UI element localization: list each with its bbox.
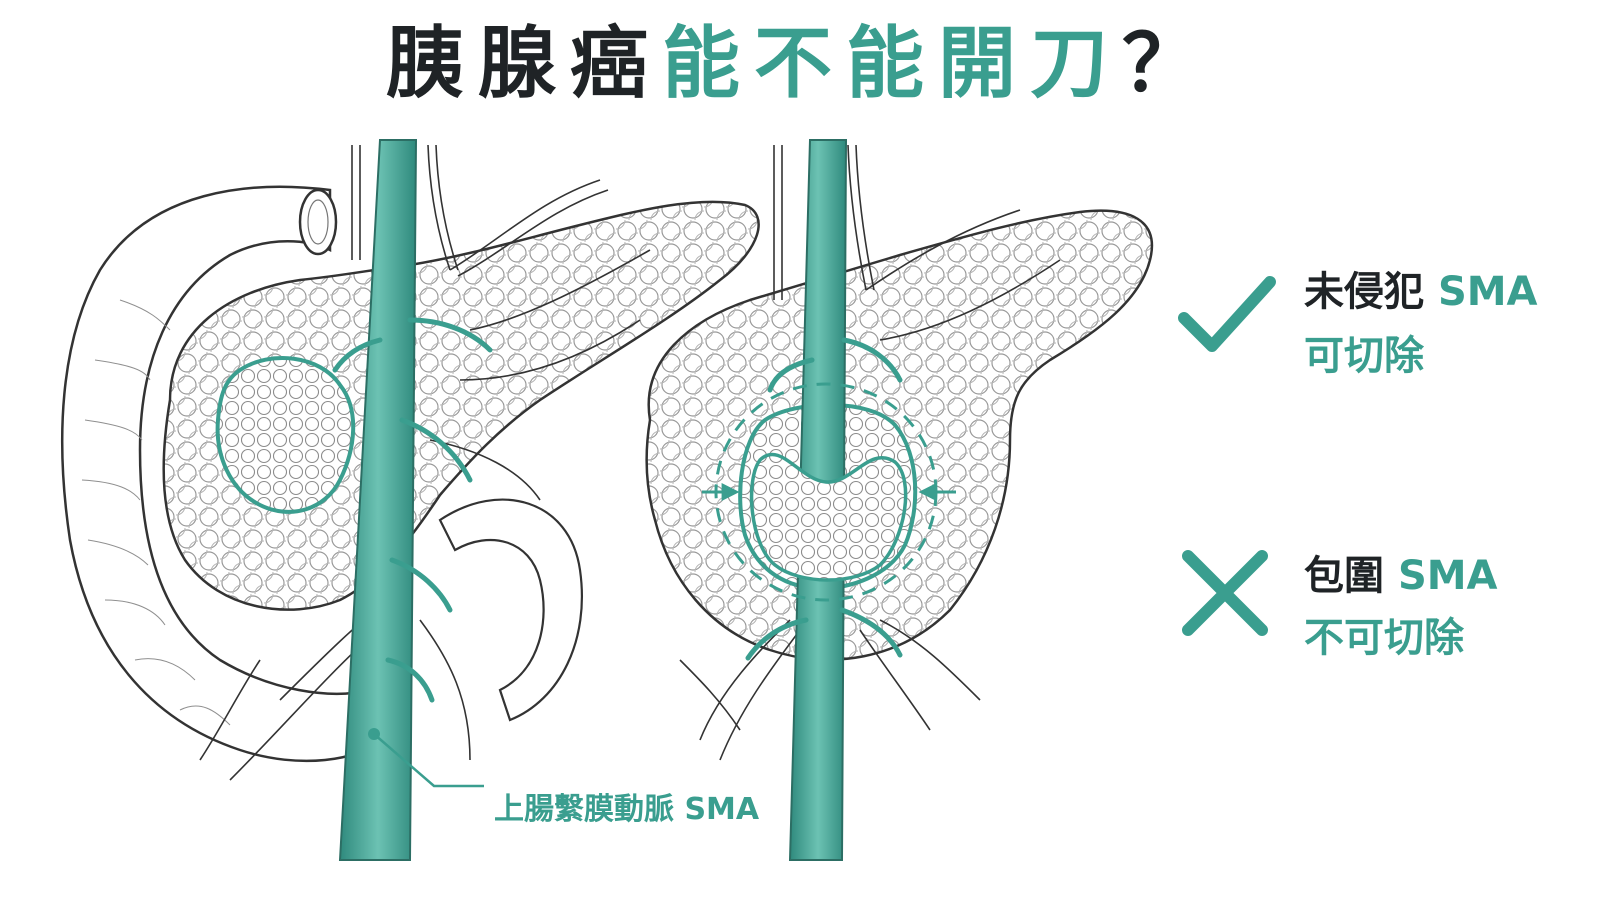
duodenum-folds — [81, 299, 231, 726]
right-sma-branches — [745, 337, 903, 661]
x-icon — [1182, 550, 1268, 636]
title-part-2: 能不能開刀 — [661, 19, 1122, 109]
sma-leader-line — [373, 733, 484, 788]
left-sma-branches — [332, 317, 493, 703]
left-pancreas-group — [61, 139, 760, 861]
legend-resectable-line2: 可切除 — [1304, 333, 1424, 379]
right-pancreas-group — [645, 139, 1154, 861]
sma-label: 上腸繫膜動脈 SMA — [494, 792, 760, 827]
duodenum-opening — [298, 188, 338, 256]
right-vessel-branches — [679, 144, 1061, 761]
legend-unresectable-line2: 不可切除 — [1304, 615, 1464, 661]
left-sma-vessel — [338, 139, 418, 861]
check-icon — [1178, 276, 1276, 352]
left-tumor — [215, 356, 356, 514]
page-title: 胰腺癌能不能開刀？ — [0, 18, 1600, 112]
legend-unresectable-line1: 包圍 SMA — [1304, 553, 1498, 599]
title-part-1: 胰腺癌 — [385, 19, 662, 109]
right-tumor-wrap — [749, 452, 908, 582]
title-part-3: ？ — [1122, 19, 1215, 109]
jejunum-loop — [438, 498, 583, 722]
legend-resectable-line1: 未侵犯 SMA — [1304, 269, 1538, 315]
